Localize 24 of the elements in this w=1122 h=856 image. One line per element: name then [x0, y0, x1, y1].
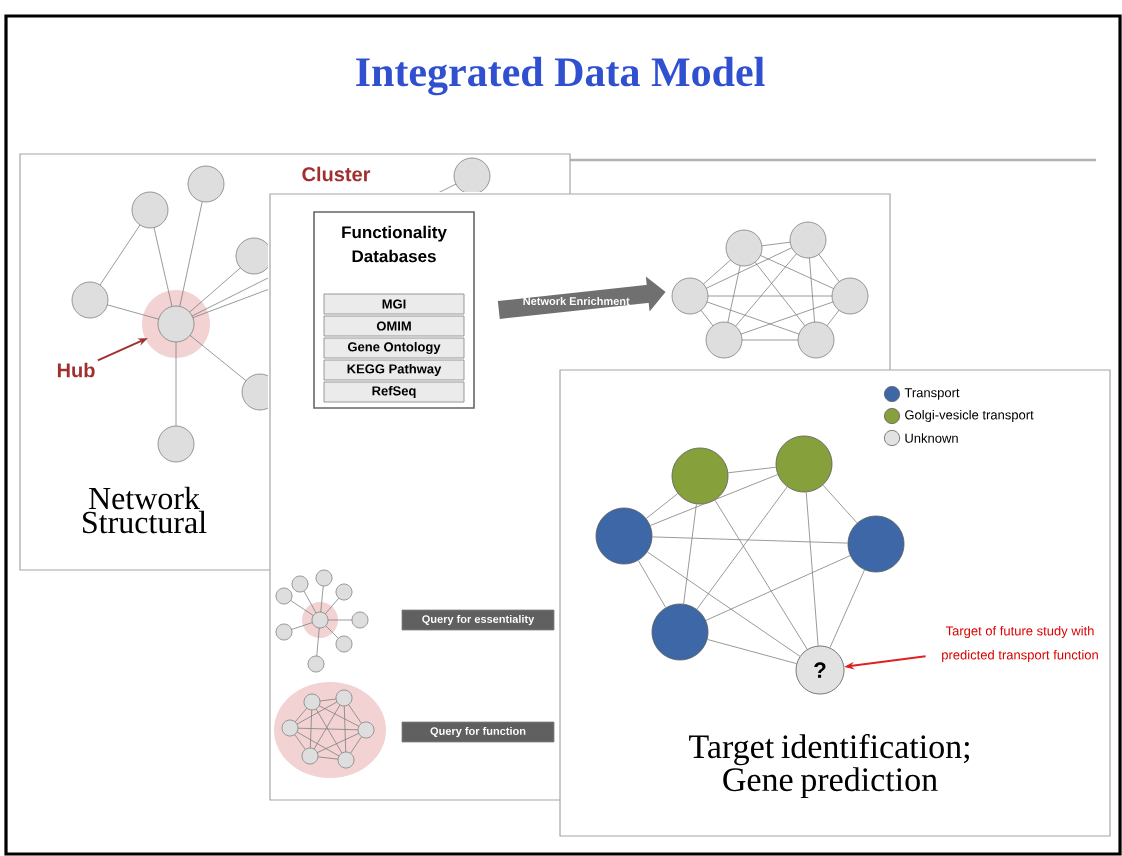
- network-link: [707, 639, 797, 664]
- network-link: [652, 536, 849, 544]
- network-link: [650, 474, 779, 526]
- network-node: [595, 507, 653, 565]
- unknown-node: ?: [795, 645, 845, 695]
- slide-title: Integrated Data Model: [356, 56, 765, 96]
- network-node: [671, 447, 729, 505]
- cluster-label: Cluster: [302, 166, 371, 182]
- network-node: [775, 435, 833, 493]
- network-link: [829, 569, 865, 649]
- network-link: [683, 503, 697, 605]
- network-link: [714, 499, 808, 650]
- network-link: [822, 484, 858, 524]
- network-link: [637, 560, 667, 608]
- network-link: [645, 493, 679, 519]
- network-link: [727, 466, 777, 474]
- network-link: [705, 555, 851, 621]
- network-link: [696, 486, 788, 610]
- network-link: [805, 491, 819, 647]
- network-link: [647, 551, 801, 657]
- network-node: [651, 603, 709, 661]
- callout-label: Hub: [57, 362, 95, 378]
- network-drawing: [671, 221, 869, 359]
- network-node: [847, 515, 905, 573]
